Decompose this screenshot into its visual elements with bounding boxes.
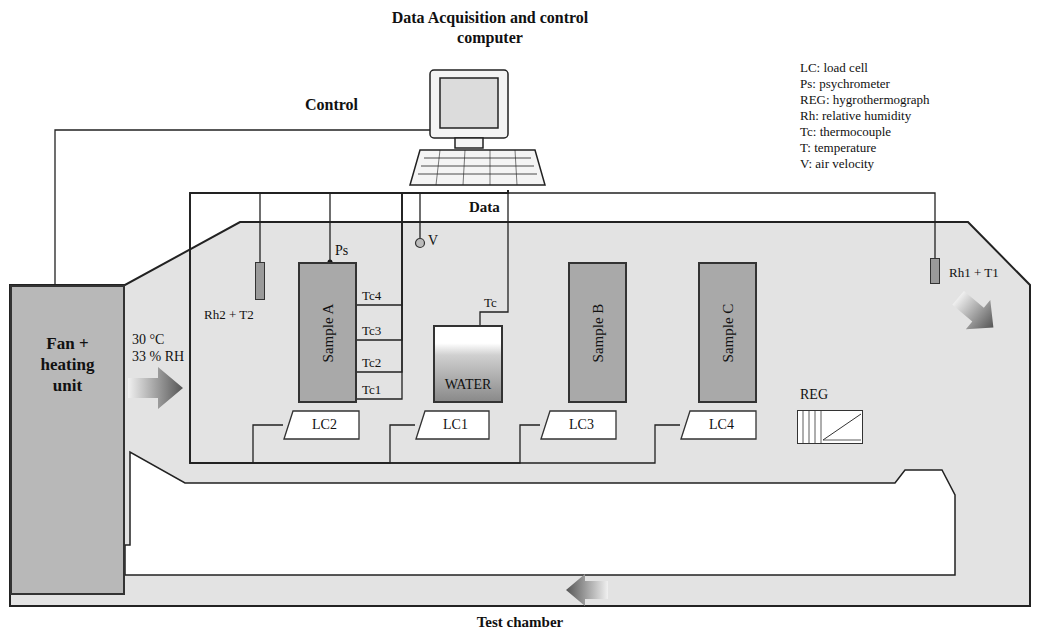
legend-entry: LC: load cell	[800, 60, 930, 76]
load-cell: LC1	[415, 410, 490, 440]
load-cell: LC2	[283, 410, 360, 440]
humidity-sensor: Rh1 + T1	[930, 258, 940, 284]
node-text: WATER	[435, 377, 501, 393]
air-condition: 30 °C	[132, 332, 164, 348]
legend-entry: T: temperature	[800, 140, 930, 156]
airflow-arrow	[128, 367, 183, 409]
signal-wire	[508, 190, 935, 258]
node-text: Fan + heating unit	[41, 333, 95, 396]
velocity-sensor: V	[415, 238, 425, 248]
signal-wire	[190, 190, 540, 463]
legend: LC: load cellPs: psychrometerREG: hygrot…	[800, 60, 930, 172]
computer-icon	[375, 70, 545, 185]
node-text: V	[428, 233, 438, 249]
airflow-arrow	[566, 574, 608, 606]
water-container: WATER	[433, 325, 503, 403]
signal-wire	[260, 190, 508, 262]
node-text: LC4	[686, 410, 757, 440]
node-text: LC1	[421, 410, 490, 440]
legend-entry: V: air velocity	[800, 156, 930, 172]
legend-entry: REG: hygrothermograph	[800, 92, 930, 108]
humidity-sensor: Rh2 + T2	[255, 262, 265, 300]
legend-entry: Rh: relative humidity	[800, 108, 930, 124]
legend-entry: Tc: thermocouple	[800, 124, 930, 140]
thermocouple-label: Tc	[484, 295, 497, 311]
sample-column: Sample A	[298, 262, 357, 403]
signal-wire	[357, 190, 508, 340]
sample-column: Sample C	[698, 262, 757, 403]
signal-wire	[190, 190, 508, 463]
node-text: Sample A	[319, 303, 336, 362]
hygrothermograph: REG	[797, 386, 863, 444]
node-text: Test chamber	[10, 612, 1030, 632]
node-text: Sample C	[719, 303, 736, 362]
computer: Data Acquisition and control computer	[375, 8, 605, 190]
chamber-outline	[10, 222, 1030, 606]
load-cell: LC4	[680, 410, 757, 440]
air-condition: 33 % RH	[132, 349, 184, 365]
legend-entry: Ps: psychrometer	[800, 76, 930, 92]
node-text: Rh2 + T2	[204, 307, 254, 323]
sample-column: Sample B	[568, 262, 627, 403]
node-text: LC2	[289, 410, 360, 440]
node-text: Sample B	[589, 303, 606, 362]
return-duct-divider	[125, 452, 955, 575]
signal-label: Data	[469, 199, 500, 215]
thermocouple-label: Tc3	[362, 323, 381, 339]
signal-wire	[190, 190, 508, 463]
node-text: REG	[800, 386, 828, 404]
signal-wire	[357, 190, 508, 305]
sensor-symbol	[415, 238, 425, 248]
node-text: Rh1 + T1	[949, 265, 999, 281]
node-text: Data Acquisition and control computer	[375, 8, 605, 48]
load-cell: LC3	[540, 410, 617, 440]
fan-heating-unit: Fan + heating unit	[10, 285, 125, 595]
thermocouple-label: Tc2	[362, 355, 381, 371]
node-text: LC3	[546, 410, 617, 440]
signal-wire	[190, 190, 680, 463]
sensor-label: Ps	[335, 243, 348, 259]
thermocouple-label: Tc1	[362, 382, 381, 398]
signal-label: Control	[305, 97, 358, 113]
signal-wire	[330, 190, 508, 262]
signal-wire	[420, 190, 508, 238]
test-chamber: Test chamber Rh2 + T2 Sample A V WATER Sample…	[10, 222, 1030, 632]
airflow-arrow	[946, 283, 1006, 342]
thermocouple-label: Tc4	[362, 288, 381, 304]
